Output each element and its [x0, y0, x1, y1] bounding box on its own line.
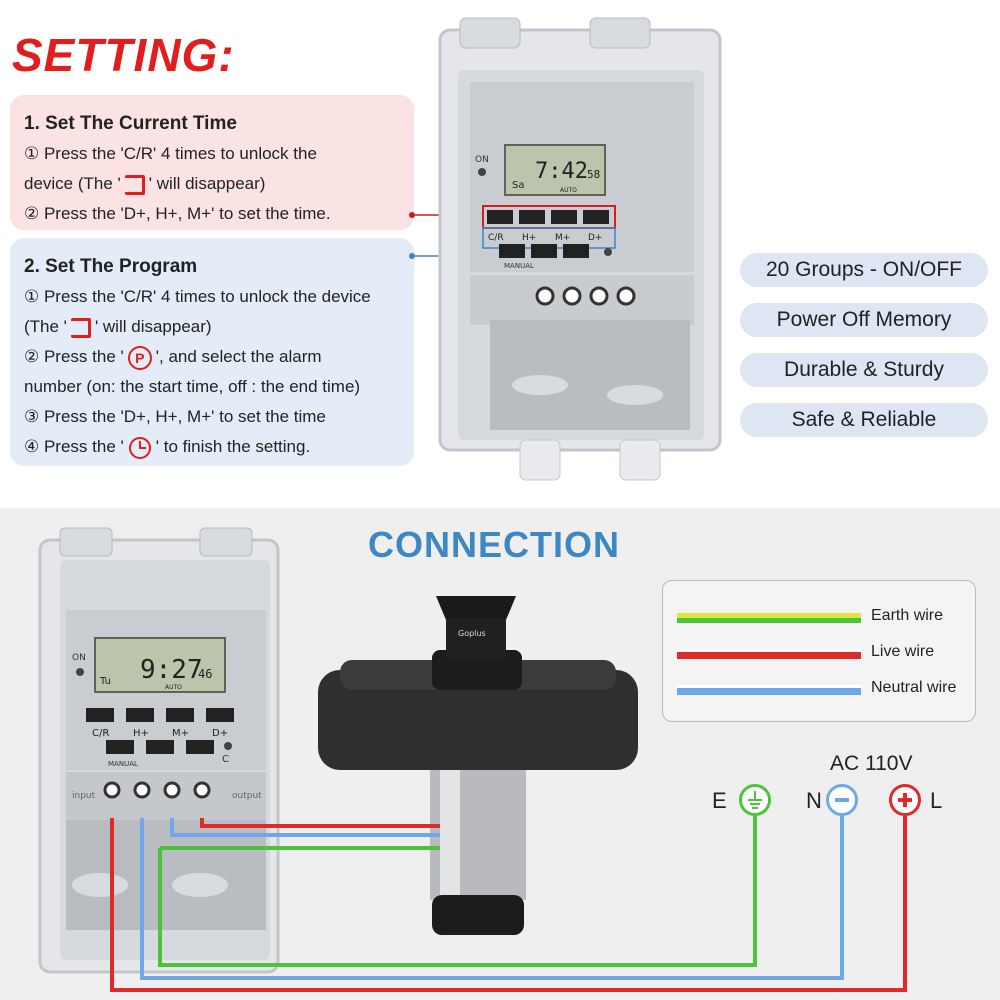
minus-icon	[826, 784, 858, 816]
lock-a-icon	[124, 174, 145, 195]
lock-a-icon	[70, 317, 91, 338]
svg-text:M+: M+	[555, 233, 570, 243]
svg-text:D+: D+	[588, 233, 602, 243]
svg-text:46: 46	[198, 667, 212, 681]
set-program-line2: (The '' will disappear)	[24, 317, 212, 338]
svg-text:C: C	[222, 754, 229, 765]
set-current-time-panel: 1. Set The Current Time ① Press the 'C/R…	[10, 95, 414, 230]
set-time-line2: device (The '' will disappear)	[24, 174, 266, 195]
set-time-heading: 1. Set The Current Time	[24, 113, 237, 134]
svg-text:AUTO: AUTO	[560, 187, 577, 194]
svg-text:H+: H+	[133, 728, 149, 739]
set-time-line1: ① Press the 'C/R' 4 times to unlock the	[24, 144, 317, 163]
feature-safe: Safe & Reliable	[740, 403, 988, 437]
clock-icon	[128, 436, 151, 459]
top-lcd-time: 7:42	[535, 159, 588, 184]
svg-text:Sa: Sa	[512, 180, 524, 191]
live-wire-swatch	[677, 649, 861, 659]
neutral-wire-swatch	[677, 685, 861, 695]
legend-earth: Earth wire	[677, 607, 967, 629]
wire-legend: Earth wire Live wire Neutral wire	[662, 580, 976, 722]
program-p-icon: P	[127, 345, 152, 370]
svg-text:C/R: C/R	[488, 233, 504, 243]
feature-power-off-memory: Power Off Memory	[740, 303, 988, 337]
terminal-e-label: E	[712, 788, 727, 813]
svg-text:Tu: Tu	[99, 676, 111, 687]
set-program-line3: ② Press the 'P', and select the alarm	[24, 342, 400, 372]
ac-voltage-label: AC 110V	[830, 752, 913, 775]
plus-icon	[889, 784, 921, 816]
top-timer-device: 7:42 58 Sa AUTO ON C/R H+ M+ D+ MANUAL	[409, 17, 722, 481]
svg-text:input: input	[72, 791, 96, 801]
terminal-n-label: N	[806, 788, 822, 813]
connection-title: CONNECTION	[368, 524, 620, 565]
setting-title: SETTING:	[12, 29, 235, 81]
set-program-panel: 2. Set The Program ① Press the 'C/R' 4 t…	[10, 238, 414, 466]
feature-20-groups: 20 Groups - ON/OFF	[740, 253, 988, 287]
set-program-line4: number (on: the start time, off : the en…	[24, 377, 361, 396]
feature-durable: Durable & Sturdy	[740, 353, 988, 387]
legend-live: Live wire	[677, 643, 967, 665]
svg-text:output: output	[232, 791, 262, 801]
svg-text:MANUAL: MANUAL	[504, 262, 534, 270]
set-time-line3: ② Press the 'D+, H+, M+' to set the time…	[24, 204, 331, 223]
svg-text:D+: D+	[212, 728, 228, 739]
set-program-line1: ① Press the 'C/R' 4 times to unlock the …	[24, 287, 371, 306]
terminal-l-label: L	[930, 788, 943, 813]
svg-text:ON: ON	[72, 653, 86, 663]
svg-text:9:27: 9:27	[140, 655, 203, 685]
svg-text:ON: ON	[475, 155, 489, 165]
earth-icon	[739, 784, 771, 816]
wiring-diagram: 9:27 46 Tu AUTO ON C/R H+ M+ D+ MANUAL C…	[38, 527, 907, 992]
svg-text:Goplus: Goplus	[458, 629, 486, 638]
legend-neutral: Neutral wire	[677, 679, 967, 701]
svg-text:AUTO: AUTO	[165, 684, 182, 691]
svg-text:C/R: C/R	[92, 728, 109, 739]
svg-text:MANUAL: MANUAL	[108, 760, 138, 768]
set-program-heading: 2. Set The Program	[24, 256, 198, 277]
earth-wire-swatch	[677, 613, 861, 623]
svg-text:H+: H+	[522, 233, 536, 243]
set-program-line6: ④ Press the '' to finish the setting.	[24, 432, 400, 462]
set-program-line5: ③ Press the 'D+, H+, M+' to set the time	[24, 407, 326, 426]
svg-text:M+: M+	[172, 728, 189, 739]
svg-text:58: 58	[587, 168, 600, 181]
